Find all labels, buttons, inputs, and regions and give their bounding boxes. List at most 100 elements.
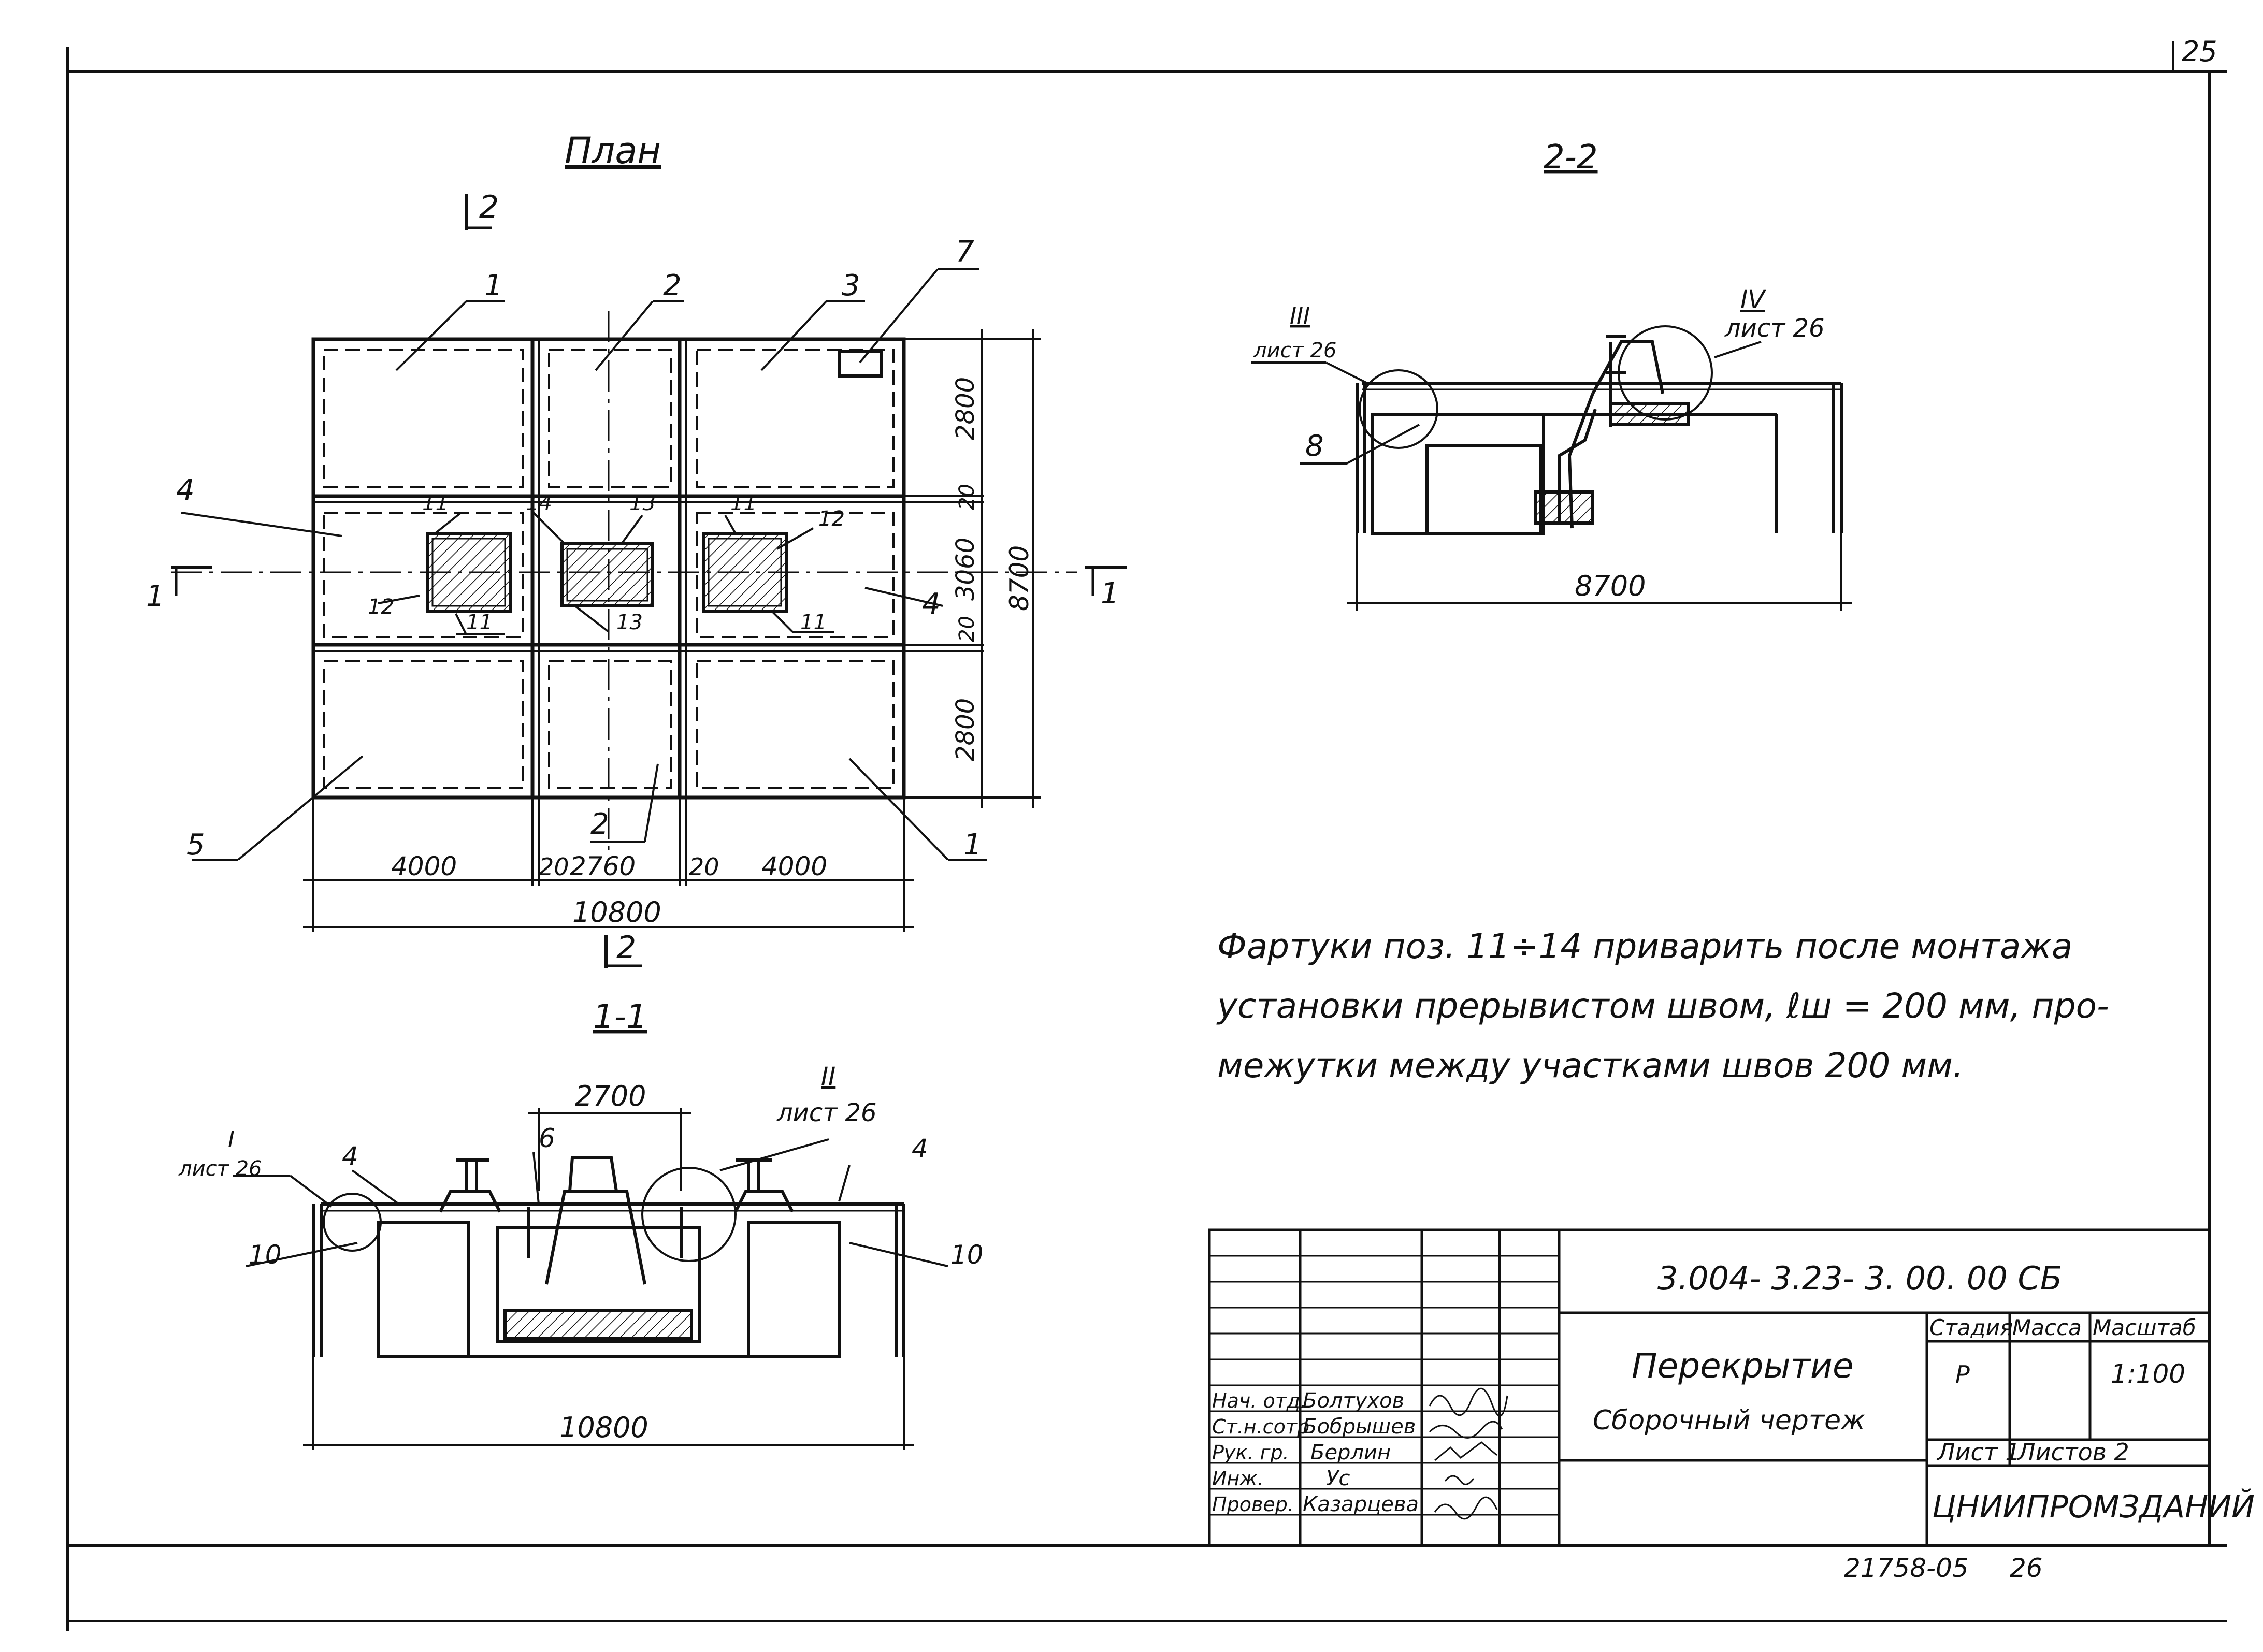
section-mark-1-left-label: 1: [146, 579, 165, 613]
person-name: Болтухов: [1303, 1389, 1404, 1413]
dim-label: 2800: [951, 377, 980, 440]
person-name: Бобрышев: [1303, 1415, 1416, 1439]
mark-label: 11: [730, 491, 757, 515]
dim-label: 8700: [1575, 570, 1646, 602]
section-1-1-title: 1-1: [593, 998, 647, 1036]
person-name: Берлин: [1310, 1441, 1391, 1465]
dim-label: 4000: [391, 851, 457, 881]
weld-note: Фартуки поз. 11÷14 приварить после монта…: [1216, 926, 2109, 1085]
title-name: Перекрытие: [1632, 1346, 1854, 1386]
section-1-1-structure: [312, 1156, 905, 1358]
section-mark-1-left: 1: [146, 566, 212, 613]
section-2-2-title: 2-2: [1544, 138, 1598, 177]
mark-label: 11: [466, 611, 493, 634]
mark-label: 10: [249, 1240, 282, 1270]
section-2-2-dims: [1251, 341, 1852, 611]
mark-label: 3: [842, 269, 860, 302]
plan-view: План 2: [146, 129, 1127, 968]
head-stage: Стадия: [1929, 1315, 2013, 1340]
bottom-page: 26: [2010, 1553, 2043, 1583]
dim-label: 4000: [761, 851, 827, 881]
plan-title: План: [565, 129, 661, 172]
role-label: Ст.н.сотр.: [1212, 1415, 1316, 1438]
dim-label: 3060: [951, 538, 980, 601]
doc-code: 3.004- 3.23- 3. 00. 00 СБ: [1657, 1259, 2062, 1297]
note-line-2: установки прерывистом швом, ℓш = 200 мм,…: [1216, 986, 2109, 1026]
mark-label: 2: [663, 269, 682, 302]
callout-circle-IV: [1618, 325, 1713, 421]
section-mark-2-label: 2: [479, 189, 499, 225]
sheet-number: Лист 1: [1936, 1438, 2020, 1466]
section-2-2: 2-2: [1251, 138, 1852, 611]
mark-label: 11: [800, 611, 827, 634]
callout-IV-sheet: лист 26: [1724, 314, 1825, 343]
callout-circle-III: [1359, 369, 1438, 449]
vent-opening-7: [838, 350, 883, 378]
section-mark-1-right-label: 1: [1101, 577, 1119, 611]
section-mark-2-bottom: 2: [604, 930, 642, 968]
mark-label: 4: [176, 473, 195, 507]
mark-label: 4: [912, 1134, 928, 1164]
person-name: Ус: [1326, 1467, 1350, 1490]
callout-I-sheet: лист 26: [178, 1157, 262, 1181]
signatures: [1429, 1387, 1508, 1520]
head-scale: Масштаб: [2093, 1315, 2196, 1340]
callout-III-sheet: лист 26: [1253, 339, 1336, 363]
title-subname: Сборочный чертеж: [1593, 1405, 1865, 1436]
plan-dims-right: [904, 329, 1041, 808]
opening-center: [560, 542, 654, 607]
section-2-2-structure: [1356, 335, 1843, 535]
dim-total: 10800: [572, 896, 661, 929]
mark-label: 4: [342, 1141, 358, 1171]
callout-IV-number: IV: [1740, 285, 1766, 314]
section-1-1: 1-1: [178, 998, 984, 1450]
note-line-3: межутки между участками швов 200 мм.: [1217, 1046, 1964, 1085]
title-block: 3.004- 3.23- 3. 00. 00 СБ Перекрытие Сбо…: [1208, 1228, 2255, 1547]
mark-label: 6: [539, 1123, 555, 1153]
callout-II-number: II: [821, 1062, 835, 1091]
mark-label: 5: [186, 828, 205, 862]
mark-label: 1: [484, 269, 503, 302]
mark-label: 13: [629, 491, 656, 515]
dim-label: 2800: [951, 698, 980, 761]
dim-label: 20: [955, 484, 979, 510]
callout-circle-II: [641, 1167, 737, 1262]
role-label: Инж.: [1212, 1467, 1264, 1490]
scale-value: 1:100: [2111, 1359, 2185, 1389]
mark-label: 7: [956, 235, 974, 269]
sheets-total: Листов 2: [2016, 1438, 2129, 1466]
mark-label: 1: [963, 828, 982, 862]
dim-label: 20: [955, 616, 979, 642]
position-marks: 1 2 3 7 4 4 11 14 13 11 12 12 11 13 11 5…: [176, 235, 982, 862]
mark-label: 11: [422, 491, 449, 515]
organization: ЦНИИПРОМЗДАНИЙ: [1932, 1488, 2255, 1525]
dim-label: 2760: [570, 851, 636, 881]
person-name: Казарцева: [1303, 1492, 1419, 1516]
opening-right: [702, 532, 788, 613]
role-label: Провер.: [1212, 1493, 1294, 1516]
opening-left: [426, 532, 512, 613]
dim-label: 10800: [559, 1411, 648, 1444]
slab-dashed-outlines: [323, 349, 895, 789]
role-label: Нач. отд.: [1212, 1389, 1306, 1412]
head-mass: Масса: [2012, 1315, 2082, 1340]
dim-right-total: 8700: [1004, 545, 1034, 611]
mark-label: 10: [950, 1240, 984, 1270]
section-1-1-dims: [233, 1108, 948, 1450]
mark-label: 4: [922, 587, 941, 621]
section-mark-2-top: 2: [465, 189, 499, 230]
stage-value: Р: [1955, 1360, 1970, 1388]
callout-I-number: I: [228, 1126, 235, 1153]
mark-label: 2: [590, 807, 609, 841]
page-corner-number: 25: [2182, 35, 2217, 68]
dim-label: 20: [539, 853, 569, 881]
callout-circle-I: [323, 1193, 382, 1252]
mark-label: 13: [616, 611, 643, 634]
callout-III-number: III: [1290, 303, 1310, 329]
section-mark-2-bottom-label: 2: [616, 930, 636, 966]
sheet-frame: [66, 41, 2227, 1631]
callout-II-sheet: лист 26: [776, 1098, 877, 1127]
role-label: Рук. гр.: [1212, 1441, 1289, 1464]
mark-label: 14: [526, 491, 552, 515]
